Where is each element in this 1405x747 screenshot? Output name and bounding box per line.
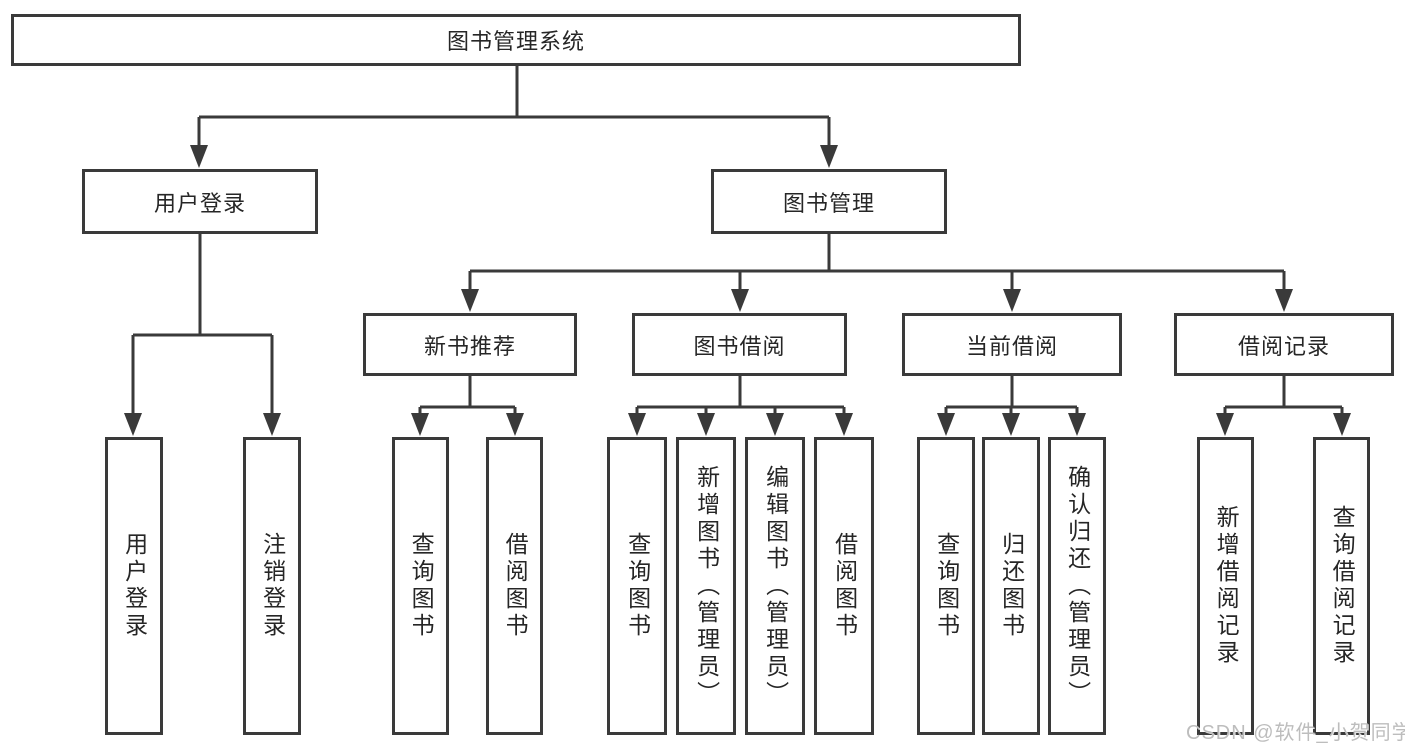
arrowhead: [1275, 289, 1293, 312]
node-new-book-recommend: 新书推荐: [363, 313, 577, 376]
arrowhead: [697, 413, 715, 436]
node-borrowing-records: 借阅记录: [1174, 313, 1394, 376]
leaf-label: 新增借阅记录: [1213, 505, 1240, 667]
edge-current-borrowing-children: [937, 376, 1086, 436]
edge-borrowing-records-children: [1216, 376, 1351, 436]
arrowhead: [835, 413, 853, 436]
node-label: 当前借阅: [965, 333, 1058, 359]
arrowhead: [411, 413, 429, 436]
leaf-user-login: 用户登录: [105, 437, 163, 735]
leaf-label: 借阅图书: [502, 532, 529, 640]
root-node: 图书管理系统: [11, 14, 1021, 66]
arrowhead: [124, 413, 142, 436]
arrowhead: [1333, 413, 1351, 436]
leaf-label: 确认归还（管理员）: [1064, 464, 1091, 708]
leaf-label: 新增图书（管理员）: [693, 464, 720, 708]
leaf-label: 借阅图书: [831, 532, 858, 640]
arrowhead: [628, 413, 646, 436]
leaf-add-borrow-record: 新增借阅记录: [1197, 437, 1254, 735]
leaf-label: 注销登录: [259, 532, 286, 640]
arrowhead: [766, 413, 784, 436]
leaf-label: 查询图书: [408, 532, 435, 640]
arrowhead: [1002, 413, 1020, 436]
node-label: 用户登录: [153, 190, 246, 216]
arrowhead: [820, 145, 838, 168]
arrowhead: [506, 413, 524, 436]
edge-new-book-children: [411, 376, 524, 436]
node-label: 图书管理: [782, 190, 875, 216]
leaf-label: 用户登录: [121, 532, 148, 640]
leaf-label: 编辑图书（管理员）: [762, 464, 789, 708]
edge-root-to-level2: [190, 66, 838, 168]
arrowhead: [1068, 413, 1086, 436]
leaf-query-borrow-record: 查询借阅记录: [1313, 437, 1370, 735]
leaf-logout: 注销登录: [243, 437, 301, 735]
arrowhead: [1216, 413, 1234, 436]
edge-book-management-children: [461, 234, 1293, 312]
arrowhead: [190, 145, 208, 168]
edge-user-login-children: [124, 234, 281, 436]
node-user-login: 用户登录: [82, 169, 318, 234]
leaf-label: 归还图书: [998, 532, 1025, 640]
leaf-borrow-books-borrowing: 借阅图书: [814, 437, 874, 735]
leaf-label: 查询图书: [624, 532, 651, 640]
leaf-confirm-return-admin: 确认归还（管理员）: [1048, 437, 1106, 735]
watermark: CSDN @软件_小贺同学: [1186, 722, 1405, 744]
arrowhead: [937, 413, 955, 436]
leaf-edit-book-admin: 编辑图书（管理员）: [745, 437, 805, 735]
leaf-return-books: 归还图书: [982, 437, 1040, 735]
node-book-borrowing: 图书借阅: [632, 313, 847, 376]
arrowhead: [731, 289, 749, 312]
node-label: 新书推荐: [423, 333, 516, 359]
arrowhead: [1003, 289, 1021, 312]
leaf-label: 查询借阅记录: [1329, 505, 1356, 667]
leaf-label: 查询图书: [933, 532, 960, 640]
node-label: 借阅记录: [1237, 333, 1330, 359]
leaf-query-books-recommend: 查询图书: [392, 437, 449, 735]
node-label: 图书借阅: [693, 333, 786, 359]
leaf-borrow-books-recommend: 借阅图书: [486, 437, 543, 735]
leaf-query-books-borrowing: 查询图书: [607, 437, 667, 735]
node-book-management: 图书管理: [711, 169, 947, 234]
root-node-label: 图书管理系统: [446, 29, 585, 54]
arrowhead: [461, 289, 479, 312]
leaf-query-books-current: 查询图书: [917, 437, 975, 735]
arrowhead: [263, 413, 281, 436]
edge-book-borrowing-children: [628, 376, 853, 436]
leaf-add-book-admin: 新增图书（管理员）: [676, 437, 736, 735]
node-current-borrowing: 当前借阅: [902, 313, 1122, 376]
